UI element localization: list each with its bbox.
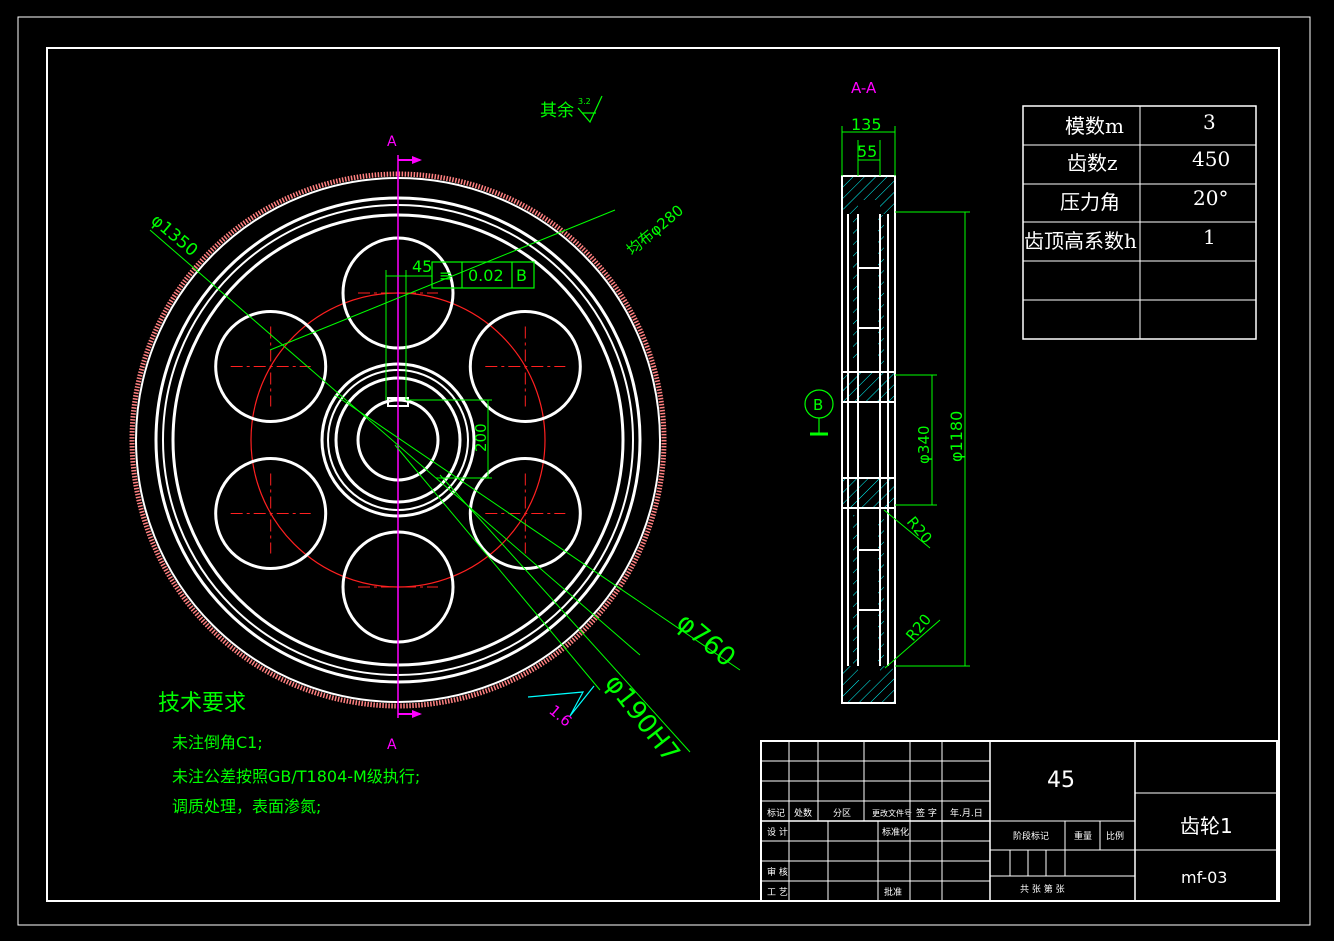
front-view [129, 155, 667, 718]
tb-label-sheets: 共 张 第 张 [1020, 883, 1065, 895]
dim-line-bore-ext [439, 474, 691, 753]
param-name-2: 压力角 [1060, 190, 1120, 214]
section-label-top: A [387, 134, 397, 150]
tolerance-value: 0.02 [468, 266, 504, 285]
tb-label-date: 年.月.日 [950, 807, 983, 819]
tb-label-review: 审 核 [767, 866, 788, 878]
param-table [1022, 105, 1257, 340]
tech-req-item-1: 未注倒角C1; [172, 733, 263, 752]
tb-part-name: 齿轮1 [1180, 814, 1233, 838]
section-outline [841, 175, 896, 704]
section-arrowhead-top [412, 156, 422, 164]
param-name-3: 齿顶高系数h [1024, 229, 1137, 253]
tb-label-zone: 分区 [833, 808, 851, 819]
dim-text-keyway-width: 45 [412, 257, 432, 276]
dim-text-width: 135 [851, 115, 882, 134]
tech-req-title: 技术要求 [158, 691, 246, 716]
section-view [804, 126, 970, 704]
dim-line-hole [334, 394, 741, 671]
dim-text-outer: φ1350 [147, 211, 202, 261]
tb-drawing-no: mf-03 [1181, 868, 1227, 887]
dim-text-bolt-circle: 均布φ280 [623, 201, 687, 259]
roughness-label: 其余 [540, 101, 574, 121]
dim-line-outer [149, 229, 641, 656]
lightening-hole [214, 310, 328, 423]
lightening-hole [214, 457, 328, 570]
title-block [760, 740, 1278, 902]
tb-label-sign: 签 字 [916, 807, 937, 819]
tb-label-change: 更改文件号 [872, 808, 912, 818]
param-value-1: 450 [1192, 147, 1230, 171]
leader-r20-bottom [884, 619, 941, 669]
hatch-hub-bottom [842, 478, 895, 508]
tb-label-design: 设 计 [767, 826, 788, 838]
hatch-hub-top [842, 372, 895, 402]
tb-label-stage: 阶段标记 [1013, 830, 1049, 842]
dim-text-hub-dia: φ340 [915, 425, 933, 464]
dim-line-bore [394, 444, 601, 691]
roughness-text-bore: 1.6 [545, 701, 575, 730]
dim-line-bolt [269, 209, 616, 351]
tb-label-scale: 比例 [1106, 830, 1124, 842]
tolerance-frame [431, 261, 535, 289]
dim-text-keyway-depth: 200 [472, 423, 490, 452]
tb-label-weight: 重量 [1074, 830, 1092, 842]
section-arrowhead-bottom [412, 710, 422, 718]
param-value-3: 1 [1203, 225, 1216, 249]
dim-text-bore: φ190H7 [598, 669, 685, 769]
front-dimensions [149, 209, 741, 753]
tech-req-item-2: 未注公差按照GB/T1804-M级执行; [172, 767, 420, 786]
section-label-bottom: A [387, 737, 397, 753]
tolerance-symbol: ≡ [439, 266, 452, 285]
tb-label-standard: 标准化 [882, 826, 909, 838]
param-value-0: 3 [1203, 110, 1216, 134]
hatch-rim-bottom [842, 666, 895, 703]
lightening-hole [468, 457, 582, 570]
dim-text-rim-dia: φ1180 [947, 411, 966, 462]
dim-text-hub: 55 [857, 142, 877, 161]
tb-label-process: 工 艺 [767, 887, 788, 898]
tech-req-item-3: 调质处理，表面渗氮; [172, 797, 321, 816]
roughness-symbol-bore [527, 685, 595, 717]
lightening-hole [468, 310, 582, 423]
hatch-rim-top [842, 176, 895, 214]
param-name-0: 模数m [1065, 114, 1124, 138]
hatch-web-top-left [853, 215, 859, 365]
section-view-label: A-A [851, 79, 877, 97]
param-value-2: 20° [1193, 186, 1228, 210]
param-name-1: 齿数z [1067, 151, 1118, 175]
tb-label-count: 处数 [794, 807, 812, 819]
inner-frame [46, 47, 1280, 902]
tb-label-approve: 批准 [884, 886, 902, 898]
outer-frame [17, 16, 1311, 926]
hatch-web-bottom-left [853, 515, 859, 665]
datum-b-label: B [813, 396, 823, 414]
tb-label-mark: 标记 [767, 807, 785, 819]
leader-r20-top [883, 509, 931, 549]
roughness-value: 3.2 [578, 97, 591, 106]
radius-text-top: R20 [903, 513, 936, 547]
tb-material: 45 [1047, 768, 1075, 793]
radius-text-bottom: R20 [902, 610, 935, 644]
tolerance-datum: B [516, 266, 527, 285]
